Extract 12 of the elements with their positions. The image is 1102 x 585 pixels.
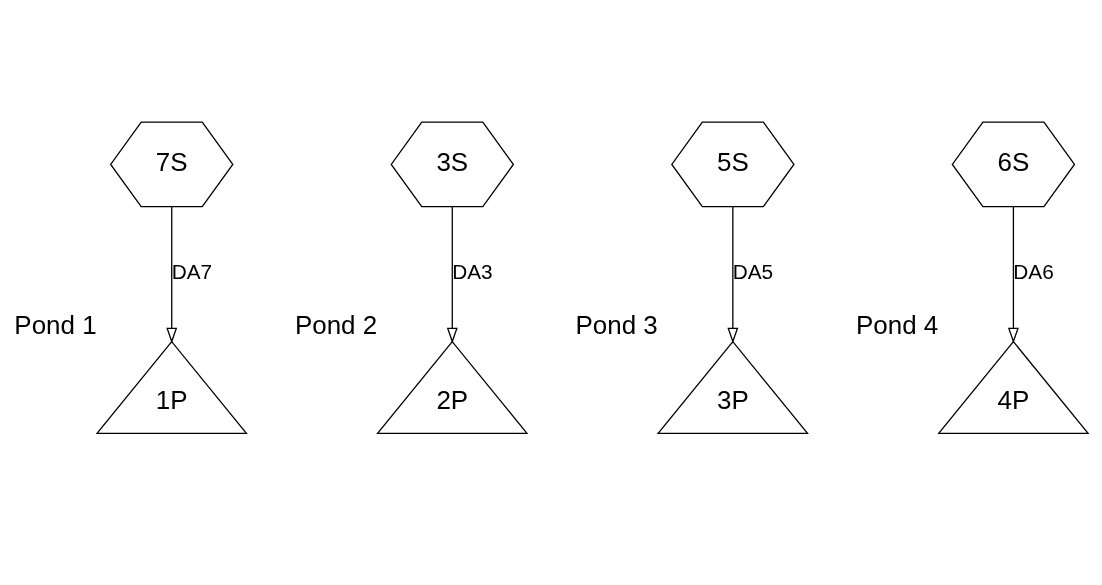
- node-label: Pond 4: [856, 309, 939, 340]
- arrow: [166, 205, 178, 343]
- node-label: Pond 1: [14, 309, 97, 340]
- arrow: [1007, 205, 1019, 343]
- edge-label: DA3: [452, 259, 493, 283]
- edge-label: DA6: [1013, 259, 1054, 283]
- arrow: [446, 205, 458, 343]
- node-label: Pond 2: [294, 309, 378, 340]
- node-label: Pond 3: [575, 309, 658, 340]
- edge-label: DA7: [171, 259, 213, 283]
- arrow: [727, 205, 739, 343]
- edge-label: DA5: [732, 259, 774, 283]
